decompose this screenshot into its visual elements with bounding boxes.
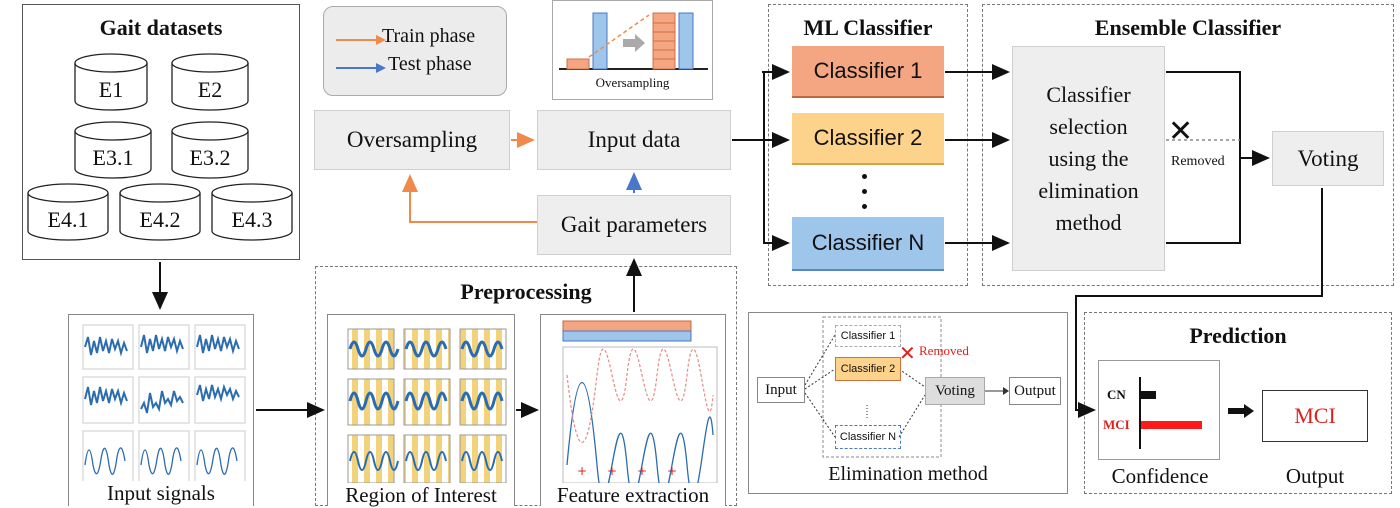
elimination-caption: Elimination method bbox=[828, 463, 988, 485]
cn-confidence-bar bbox=[1141, 391, 1157, 399]
prediction-title: Prediction bbox=[1189, 323, 1287, 348]
ensemble-classifier-title: Ensemble Classifier bbox=[1094, 15, 1282, 40]
roi-subplot bbox=[403, 434, 451, 484]
elimination-method-panel: Input Classifier 1 Classifier 2 Classifi… bbox=[748, 312, 1068, 494]
input-data-box: Input data bbox=[537, 110, 731, 170]
removed-label: Removed bbox=[1169, 154, 1227, 170]
gait-datasets-title: Gait datasets bbox=[99, 15, 223, 40]
output-mci-box: MCI bbox=[1262, 390, 1368, 442]
svg-text:+: + bbox=[667, 464, 677, 478]
dataset-label-e3-2: E3.2 bbox=[189, 145, 231, 170]
preprocessing-title: Preprocessing bbox=[460, 279, 592, 304]
feature-extraction-panel: + + + + Feature extraction bbox=[540, 314, 726, 508]
roi-plots bbox=[347, 328, 507, 484]
gait-to-oversampling-train-arrow bbox=[402, 174, 537, 223]
train-phase-label: Train phase bbox=[382, 25, 476, 47]
classifier-2-box: Classifier 2 bbox=[792, 113, 944, 165]
mci-confidence-bar bbox=[1141, 421, 1202, 429]
prediction-arrow-icon bbox=[1228, 404, 1254, 418]
elim-classifier-2-box: Classifier 2 bbox=[835, 357, 901, 381]
dataset-label-e4-2: E4.2 bbox=[139, 207, 181, 232]
svg-text:+: + bbox=[637, 464, 647, 478]
elim-removed-label: Removed bbox=[919, 343, 969, 358]
voting-box: Voting bbox=[1272, 131, 1384, 186]
signal-subplot bbox=[138, 376, 190, 424]
roi-subplot bbox=[459, 434, 507, 484]
classifier-selection-box: Classifier selection using the eliminati… bbox=[1012, 46, 1165, 271]
elim-voting-box: Voting bbox=[925, 377, 985, 405]
signal-subplot bbox=[194, 376, 246, 424]
roi-caption: Region of Interest bbox=[328, 483, 514, 508]
signal-subplot bbox=[138, 324, 190, 370]
oversampling-illustration bbox=[559, 12, 708, 70]
feature-extraction-plot: + + + + bbox=[562, 320, 718, 498]
cylinder-e3-2 bbox=[171, 121, 249, 179]
roi-subplot bbox=[403, 378, 451, 426]
gait-parameters-box: Gait parameters bbox=[537, 195, 731, 255]
removed-x-icon: ✕ bbox=[1168, 114, 1194, 149]
svg-text:+: + bbox=[607, 464, 617, 478]
signal-subplot bbox=[82, 324, 134, 370]
feature-extraction-caption: Feature extraction bbox=[541, 483, 725, 508]
cylinder-e4-1 bbox=[27, 183, 109, 241]
cylinder-e4-3 bbox=[211, 183, 293, 241]
phase-legend: Train phase Test phase bbox=[323, 6, 507, 96]
oversampling-thumbnail: Oversampling bbox=[552, 0, 713, 100]
classifier-n-box: Classifier N bbox=[792, 217, 944, 271]
input-signals-plots bbox=[82, 324, 246, 484]
roi-subplot bbox=[459, 328, 507, 370]
signal-subplot bbox=[82, 376, 134, 424]
elim-input-box: Input bbox=[757, 377, 805, 403]
roi-subplot bbox=[347, 378, 400, 426]
dataset-label-e4-3: E4.3 bbox=[231, 207, 273, 232]
dataset-label-e1: E1 bbox=[98, 77, 124, 102]
dataset-label-e2: E2 bbox=[197, 77, 223, 102]
dataset-label-e3-1: E3.1 bbox=[92, 145, 134, 170]
oversampling-thumb-caption: Oversampling bbox=[595, 75, 670, 90]
classifier-1-box: Classifier 1 bbox=[792, 46, 944, 98]
signal-subplot bbox=[138, 430, 190, 484]
test-phase-label: Test phase bbox=[388, 53, 472, 75]
elim-classifier-n-box: Classifier N bbox=[835, 425, 901, 449]
gait-datasets-panel: Gait datasets E1 E2 bbox=[22, 4, 300, 260]
cylinder-e3-1 bbox=[74, 121, 152, 179]
output-caption: Output bbox=[1285, 464, 1345, 488]
elim-removed-x-icon: ✕ bbox=[899, 341, 916, 365]
roi-panel: Region of Interest bbox=[327, 314, 515, 508]
roi-subplot bbox=[459, 378, 507, 426]
dataset-cylinders bbox=[27, 53, 293, 241]
input-signals-caption: Input signals bbox=[69, 481, 253, 506]
roi-subplot bbox=[347, 434, 399, 484]
signal-subplot bbox=[82, 430, 134, 484]
mci-label: MCI bbox=[1103, 417, 1130, 432]
cylinder-e2 bbox=[171, 53, 249, 111]
signal-subplot bbox=[194, 430, 246, 484]
cylinder-e1 bbox=[74, 53, 148, 111]
dataset-label-e4-1: E4.1 bbox=[47, 207, 89, 232]
svg-text:+: + bbox=[577, 464, 587, 478]
oversampling-box: Oversampling bbox=[314, 110, 510, 170]
elim-classifier-1-box: Classifier 1 bbox=[835, 325, 901, 347]
train-legend-arrow bbox=[336, 35, 386, 45]
cn-label: CN bbox=[1107, 387, 1126, 402]
confidence-caption: Confidence bbox=[1111, 464, 1209, 488]
confidence-chart: CN MCI bbox=[1098, 360, 1220, 460]
input-signals-panel: Input signals bbox=[68, 314, 254, 506]
confidence-axis bbox=[1139, 377, 1141, 449]
input-to-classifiers-connector bbox=[732, 71, 765, 141]
oversampled-stack bbox=[652, 12, 676, 70]
elim-output-box: Output bbox=[1009, 377, 1061, 405]
roi-subplot bbox=[347, 328, 400, 370]
cylinder-e4-2 bbox=[119, 183, 201, 241]
roi-subplot bbox=[403, 328, 451, 370]
test-legend-arrow bbox=[336, 63, 386, 73]
classifier-ellipsis bbox=[862, 170, 868, 214]
signal-subplot bbox=[194, 324, 246, 370]
ml-classifier-title: ML Classifier bbox=[803, 15, 933, 40]
